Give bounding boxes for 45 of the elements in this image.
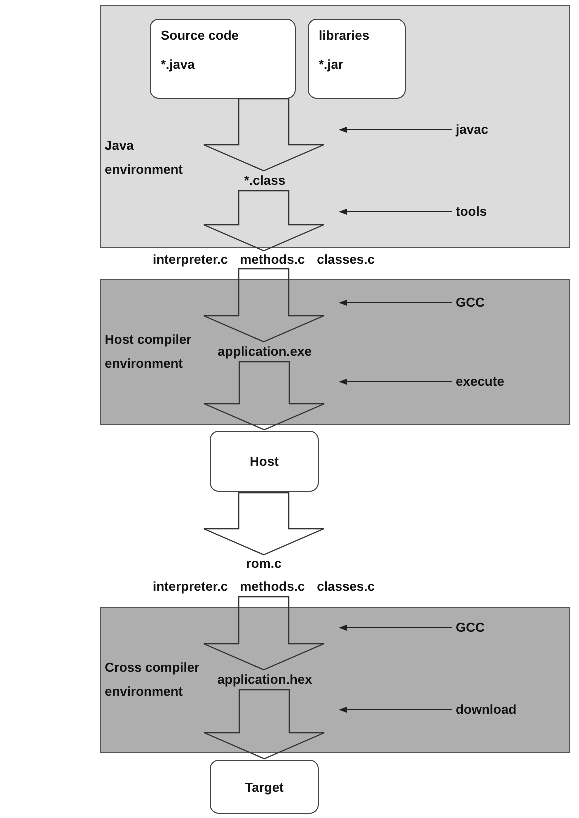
band-title: Java environment [105, 137, 184, 179]
arrow [339, 379, 452, 385]
file-name: rom.c [246, 556, 282, 571]
arrow [339, 209, 452, 215]
tool-label: GCC [456, 295, 485, 310]
box-title: Host [250, 454, 279, 469]
block-arrow [203, 98, 325, 172]
environment-band [100, 5, 570, 248]
component-box [150, 19, 296, 99]
tool-label: download [456, 702, 517, 717]
file-name: methods.c [240, 579, 306, 594]
block-arrow [203, 268, 325, 343]
box-title: Source code [161, 28, 240, 43]
block-arrow [203, 190, 325, 252]
tool-label: execute [456, 374, 504, 389]
box-title: Target [245, 780, 284, 794]
block-arrow [204, 361, 326, 431]
component-box [210, 760, 319, 814]
file-name: *.class [244, 173, 286, 188]
block-arrow [203, 596, 325, 671]
block-arrow [204, 689, 326, 760]
file-name: application.hex [218, 672, 312, 687]
file-name: interpreter.c [152, 579, 228, 594]
component-box [308, 19, 406, 99]
arrow [339, 300, 452, 306]
file-name: methods.c [240, 252, 306, 268]
arrow [339, 707, 452, 713]
file-name: classes.c [317, 252, 375, 268]
box-title: libraries [319, 28, 371, 43]
tool-label: GCC [456, 620, 485, 635]
component-box [210, 431, 319, 492]
tool-label: tools [456, 204, 488, 219]
environment-band [100, 279, 570, 425]
file-name: application.exe [218, 344, 312, 359]
band-title: Cross compiler environment [105, 659, 201, 701]
band-title: Host compiler environment [105, 331, 193, 373]
file-name: classes.c [317, 579, 375, 594]
block-arrow [203, 492, 325, 556]
file-name: interpreter.c [152, 252, 228, 268]
arrow [339, 127, 452, 133]
arrow [339, 625, 452, 631]
environment-band [100, 607, 570, 753]
file-pattern: *.java [161, 57, 196, 72]
tool-label: javac [456, 122, 489, 137]
file-pattern: *.jar [319, 57, 345, 72]
